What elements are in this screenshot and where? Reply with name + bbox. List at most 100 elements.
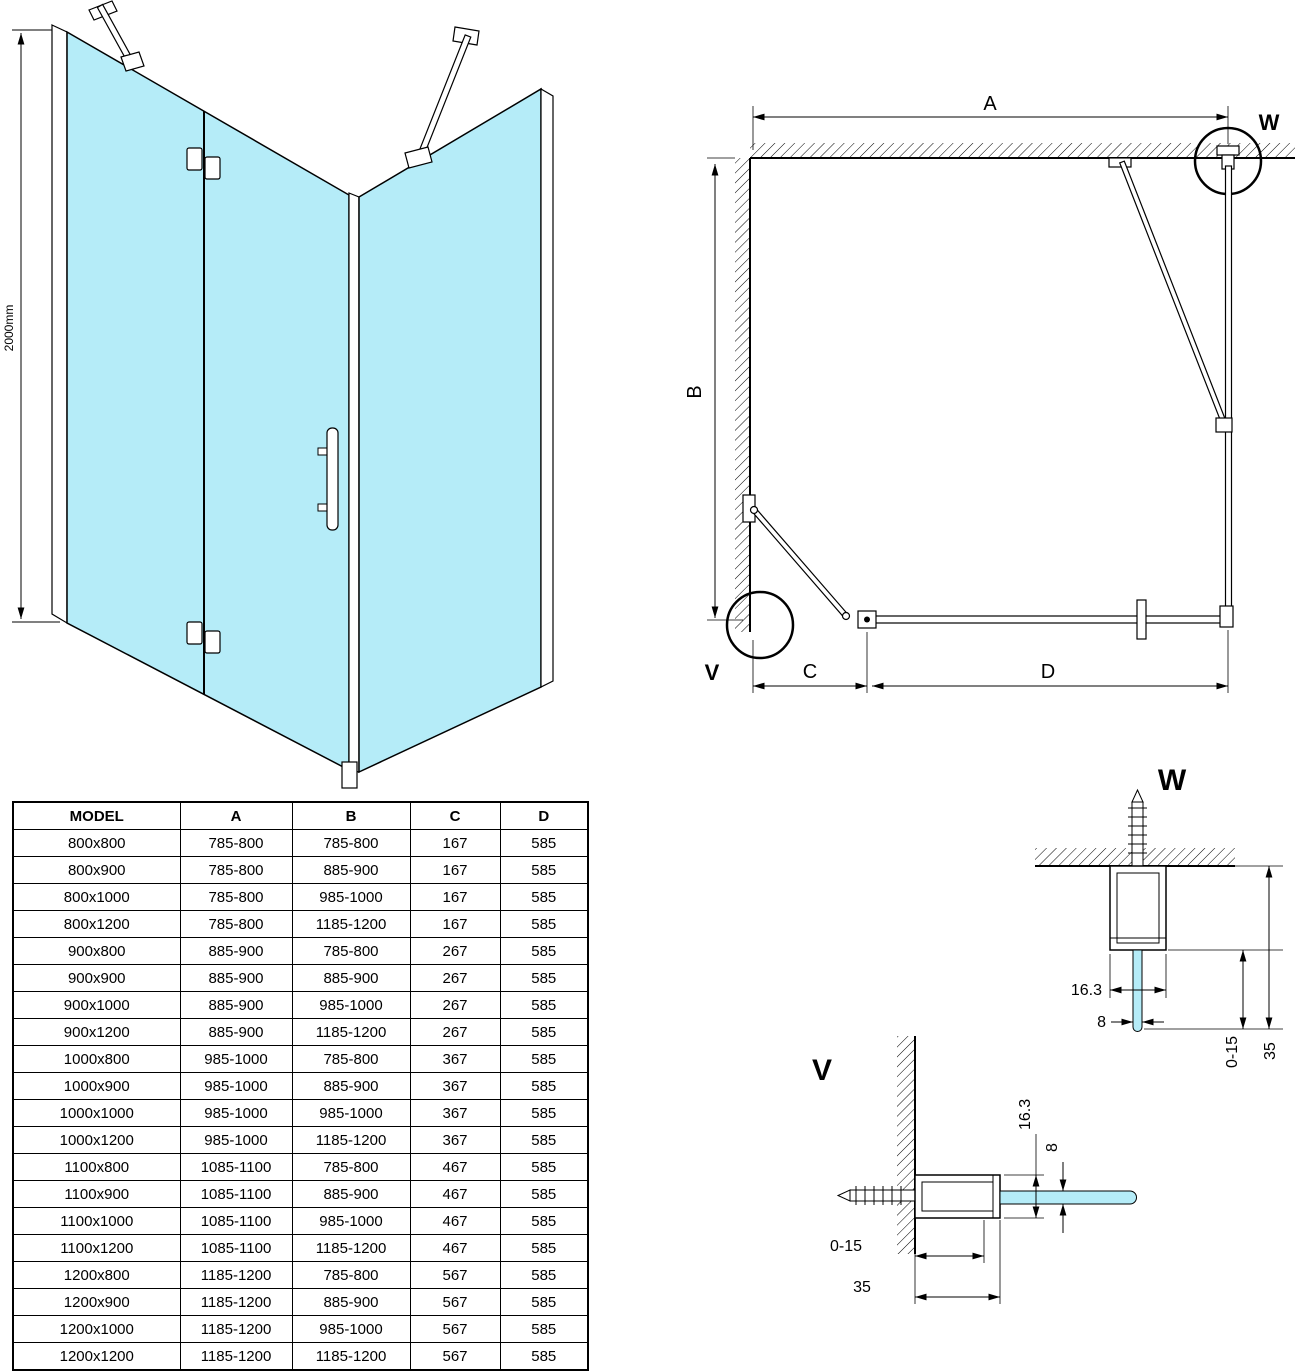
table-cell: 900x1000 [12, 991, 181, 1019]
table-cell: 585 [499, 1261, 589, 1289]
dimension-b-label: B [684, 385, 706, 398]
table-cell: 1085-1100 [179, 1207, 293, 1235]
table-cell: 585 [499, 1126, 589, 1154]
table-cell: 1185-1200 [179, 1342, 293, 1371]
wall-hatch [897, 1036, 915, 1254]
left-wall-hatch [735, 158, 750, 632]
table-cell: 585 [499, 883, 589, 911]
dimension-c-label: C [803, 661, 817, 683]
detail-v: V [812, 1036, 1137, 1304]
table-cell: 800x1200 [12, 910, 181, 938]
table-cell: 267 [409, 991, 501, 1019]
corner-fitting-plan [1219, 605, 1234, 628]
table-column-header: A [179, 801, 293, 830]
table-cell: 800x900 [12, 856, 181, 884]
dimension-b: B [684, 157, 743, 621]
table-cell: 1185-1200 [291, 910, 411, 938]
svg-text:0-15: 0-15 [830, 1238, 862, 1255]
wall-screw [836, 1186, 916, 1205]
table-cell: 567 [409, 1261, 501, 1289]
dimension-a-label: A [983, 93, 997, 115]
table-cell: 1185-1200 [291, 1126, 411, 1154]
table-cell: 785-800 [179, 829, 293, 857]
detail-v-dim-depth: 35 [853, 1220, 1001, 1304]
svg-text:8: 8 [1097, 1014, 1106, 1031]
table-cell: 885-900 [291, 1288, 411, 1316]
table-cell: 985-1000 [291, 1207, 411, 1235]
table-cell: 585 [499, 964, 589, 992]
ceiling-profile [1109, 865, 1167, 951]
table-cell: 785-800 [291, 937, 411, 965]
table-cell: 585 [499, 1072, 589, 1100]
table-cell: 367 [409, 1126, 501, 1154]
table-cell: 1200x800 [12, 1261, 181, 1289]
wall-profile-section [914, 1174, 1001, 1219]
table-cell: 1100x900 [12, 1180, 181, 1208]
table-cell: 885-900 [291, 964, 411, 992]
left-support-strut [88, 0, 145, 72]
plan-view-drawing: A W V [684, 93, 1295, 693]
bottom-foot-fitting [341, 761, 358, 789]
height-dimension-label: 2000mm [2, 305, 16, 352]
svg-text:35: 35 [853, 1279, 871, 1296]
table-cell: 585 [499, 1018, 589, 1046]
table-cell: 1085-1100 [179, 1153, 293, 1181]
detail-w: W [1035, 764, 1283, 1068]
table-cell: 985-1000 [179, 1045, 293, 1073]
detail-w-title: W [1158, 764, 1187, 797]
table-cell: 785-800 [179, 856, 293, 884]
top-wall-hatch [750, 143, 1295, 158]
table-cell: 900x1200 [12, 1018, 181, 1046]
table-cell: 1100x1200 [12, 1234, 181, 1262]
table-cell: 1100x800 [12, 1153, 181, 1181]
glass-section-w [1132, 949, 1143, 1032]
side-panel-plan [1224, 165, 1233, 619]
table-cell: 985-1000 [291, 991, 411, 1019]
table-cell: 900x900 [12, 964, 181, 992]
table-cell: 585 [499, 1342, 589, 1371]
table-cell: 167 [409, 883, 501, 911]
left-wall-profile [51, 24, 68, 625]
table-cell: 1085-1100 [179, 1234, 293, 1262]
table-cell: 985-1000 [179, 1099, 293, 1127]
table-cell: 1085-1100 [179, 1180, 293, 1208]
ceiling-screw [1128, 788, 1147, 867]
table-cell: 567 [409, 1288, 501, 1316]
table-cell: 585 [499, 991, 589, 1019]
table-cell: 567 [409, 1315, 501, 1343]
detail-v-title: V [812, 1054, 832, 1087]
detail-w-callout-label: W [1259, 110, 1280, 135]
table-cell: 885-900 [291, 1180, 411, 1208]
table-cell: 800x800 [12, 829, 181, 857]
table-cell: 467 [409, 1180, 501, 1208]
table-cell: 1000x900 [12, 1072, 181, 1100]
detail-v-dim-glass: 8 [1044, 1143, 1067, 1233]
dimension-a: A [752, 93, 1229, 150]
table-cell: 785-800 [291, 1045, 411, 1073]
table-cell: 167 [409, 910, 501, 938]
table-cell: 985-1000 [179, 1126, 293, 1154]
table-cell: 1185-1200 [179, 1288, 293, 1316]
table-cell: 1000x1000 [12, 1099, 181, 1127]
table-cell: 585 [499, 1153, 589, 1181]
handle-plan [1136, 599, 1147, 640]
top-hinge [186, 147, 221, 180]
dimension-d-label: D [1041, 661, 1055, 683]
table-cell: 167 [409, 829, 501, 857]
table-cell: 985-1000 [291, 1099, 411, 1127]
detail-w-dim-width: 16.3 [1071, 954, 1167, 999]
